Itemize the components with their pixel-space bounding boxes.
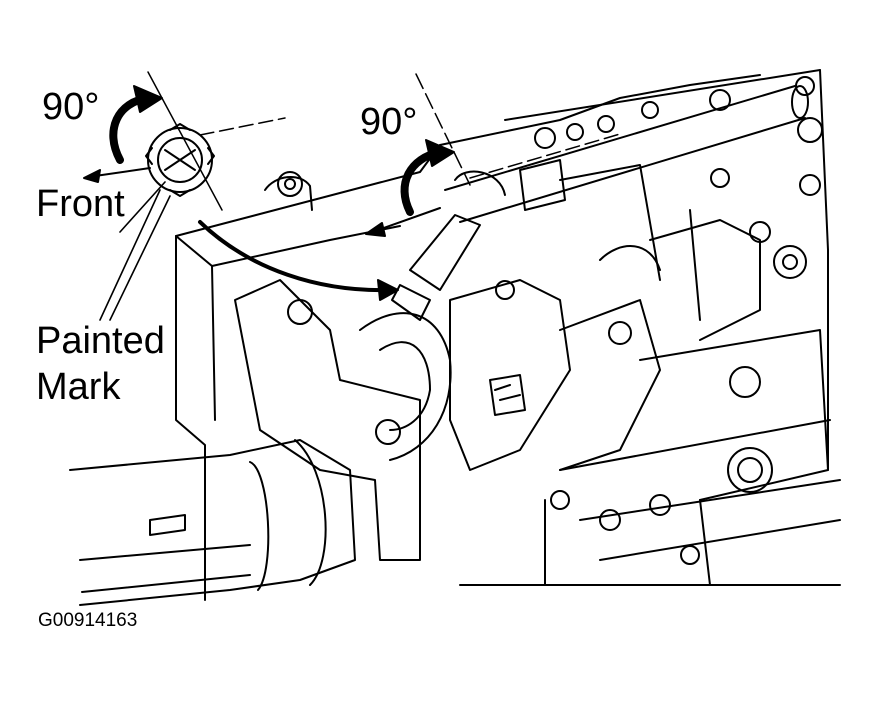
rotation-arrow-right	[400, 139, 455, 216]
crankshaft	[69, 312, 526, 606]
figure-code: G00914163	[38, 610, 138, 631]
angle-label-right: 90°	[360, 101, 418, 143]
centerlines	[147, 71, 621, 211]
sprocket-left	[145, 123, 215, 197]
front-arrow-right	[365, 207, 441, 237]
front-arrow-left	[83, 167, 151, 183]
painted-mark-label-line2: Mark	[36, 366, 121, 408]
bearing-caps	[234, 164, 771, 561]
cylinder-block	[175, 69, 841, 601]
painted-mark-label-line1: Painted	[36, 320, 165, 362]
pointer-arrow	[198, 220, 399, 301]
painted-mark-leaders	[99, 181, 171, 321]
rotation-arrow-left	[109, 85, 163, 164]
front-label: Front	[36, 183, 125, 225]
angle-label-left: 90°	[42, 86, 100, 128]
camshaft	[391, 85, 809, 321]
